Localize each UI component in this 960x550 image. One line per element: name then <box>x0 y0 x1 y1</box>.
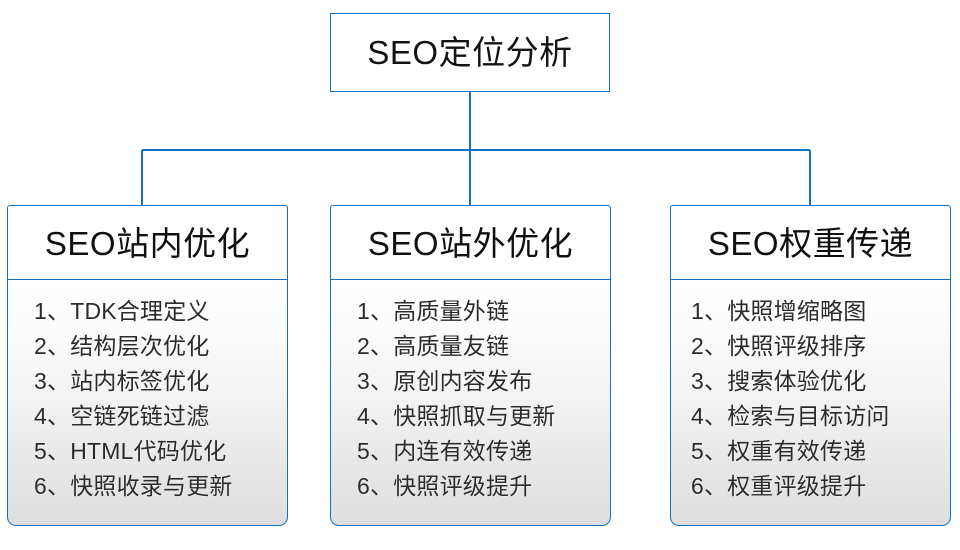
branch-header-label-3: SEO权重传递 <box>707 224 914 262</box>
branch-list-1: 1、TDK合理定义 2、结构层次优化 3、站内标签优化 4、空链死链过滤 5、H… <box>8 294 287 504</box>
branch-column-1: SEO站内优化 1、TDK合理定义 2、结构层次优化 3、站内标签优化 4、空链… <box>7 205 288 527</box>
list-item: 5、权重有效传递 <box>691 438 867 465</box>
list-item: 4、快照抓取与更新 <box>357 403 556 430</box>
list-item: 3、站内标签优化 <box>34 368 210 395</box>
root-node[interactable]: SEO定位分析 <box>330 13 610 92</box>
branch-header-label-1: SEO站内优化 <box>44 224 251 262</box>
branch-body-3: 1、快照增缩略图 2、快照评级排序 3、搜索体验优化 4、检索与目标访问 5、权… <box>670 279 951 527</box>
list-item: 4、检索与目标访问 <box>691 403 890 430</box>
list-item: 6、权重评级提升 <box>691 473 867 500</box>
list-item: 5、内连有效传递 <box>357 438 533 465</box>
list-item: 1、快照增缩略图 <box>691 298 867 325</box>
list-item: 2、高质量友链 <box>357 333 510 360</box>
list-item: 1、高质量外链 <box>357 298 510 325</box>
branch-header-3[interactable]: SEO权重传递 <box>670 205 951 281</box>
branch-column-2: SEO站外优化 1、高质量外链 2、高质量友链 3、原创内容发布 4、快照抓取与… <box>330 205 611 527</box>
branch-header-1[interactable]: SEO站内优化 <box>7 205 288 281</box>
list-item: 6、快照收录与更新 <box>34 473 233 500</box>
branch-body-1: 1、TDK合理定义 2、结构层次优化 3、站内标签优化 4、空链死链过滤 5、H… <box>7 279 288 527</box>
branch-column-3: SEO权重传递 1、快照增缩略图 2、快照评级排序 3、搜索体验优化 4、检索与… <box>670 205 951 527</box>
list-item: 5、HTML代码优化 <box>34 438 227 465</box>
branch-header-2[interactable]: SEO站外优化 <box>330 205 611 281</box>
branch-list-2: 1、高质量外链 2、高质量友链 3、原创内容发布 4、快照抓取与更新 5、内连有… <box>331 294 610 504</box>
branch-body-2: 1、高质量外链 2、高质量友链 3、原创内容发布 4、快照抓取与更新 5、内连有… <box>330 279 611 527</box>
branch-header-label-2: SEO站外优化 <box>367 224 574 262</box>
list-item: 1、TDK合理定义 <box>34 298 210 325</box>
list-item: 2、结构层次优化 <box>34 333 210 360</box>
root-node-label: SEO定位分析 <box>367 34 573 71</box>
list-item: 3、原创内容发布 <box>357 368 533 395</box>
list-item: 2、快照评级排序 <box>691 333 867 360</box>
list-item: 4、空链死链过滤 <box>34 403 210 430</box>
list-item: 6、快照评级提升 <box>357 473 533 500</box>
branch-list-3: 1、快照增缩略图 2、快照评级排序 3、搜索体验优化 4、检索与目标访问 5、权… <box>671 294 950 504</box>
list-item: 3、搜索体验优化 <box>691 368 867 395</box>
